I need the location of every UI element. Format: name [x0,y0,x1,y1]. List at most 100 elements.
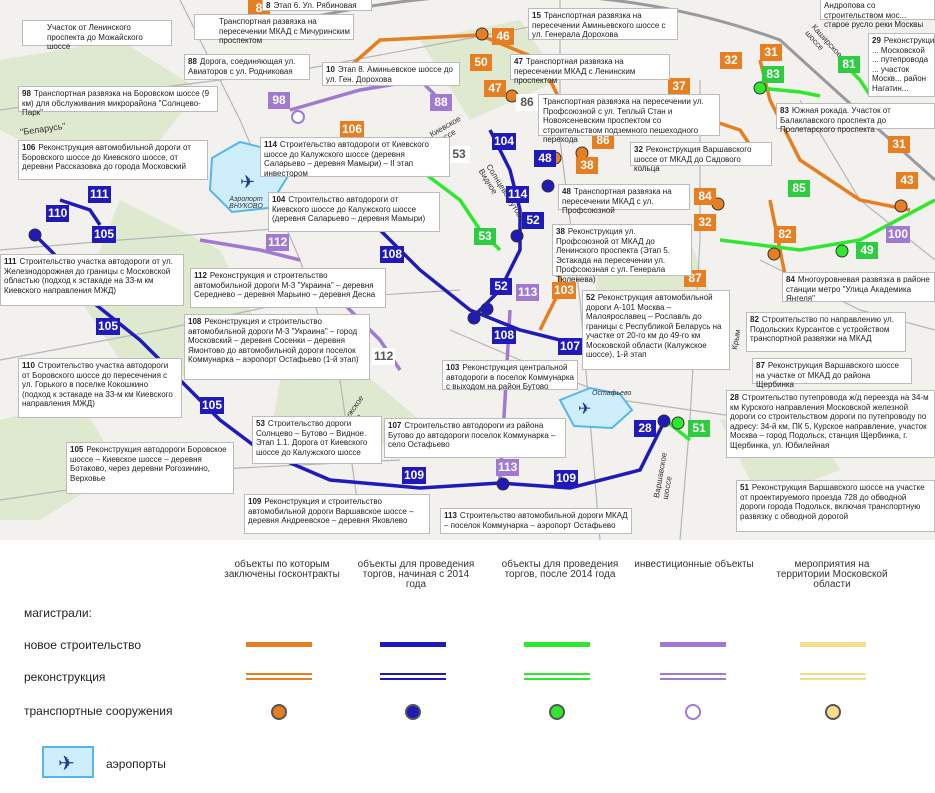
project-badge[interactable]: 108 [380,246,405,263]
project-badge[interactable]: 49 [856,242,878,259]
legend-row-new: новое строительство [24,638,142,652]
legend-column-header: объекты для проведения торгов, начиная с… [357,559,475,590]
legend-circle-green [549,704,565,720]
project-badge[interactable]: 105 [96,318,121,335]
project-badge[interactable]: 113 [516,284,540,301]
project-badge[interactable]: 82 [774,226,796,243]
project-badge[interactable]: 50 [470,54,492,71]
project-badge[interactable]: 81 [838,56,860,73]
project-badge[interactable]: 32 [720,52,742,69]
legend-swatch-yellow-recon [800,673,866,680]
legend-column-header: инвестиционные объекты [634,559,754,570]
project-badge[interactable]: 110 [46,205,70,222]
project-badge[interactable]: 84 [694,188,716,205]
project-badge[interactable]: 31 [888,136,910,153]
project-badge[interactable]: 47 [484,80,506,97]
project-badge[interactable]: 105 [200,397,225,414]
project-badge[interactable]: 83 [762,66,784,83]
project-badge[interactable]: 53 [448,146,470,163]
project-badge[interactable]: 85 [788,180,810,197]
airplane-icon: ✈ [578,401,592,418]
project-badge[interactable]: 103 [552,282,577,299]
legend-swatch-violet-recon [660,673,726,680]
project-badge[interactable]: 107 [558,338,583,355]
project-badge[interactable]: 37 [668,78,690,95]
legend-swatch-green-recon [524,673,590,680]
legend-row-reconstruction: реконструкция [24,670,106,684]
project-badge[interactable]: 46 [492,28,514,45]
legend-swatch-violet-new [660,642,726,647]
project-badge[interactable]: 100 [886,226,911,243]
project-badge[interactable]: 31 [760,44,782,61]
project-badge[interactable]: 104 [492,133,517,150]
legend-swatch-orange-new [246,642,312,647]
legend-column-header: объекты по которым заключены госконтракт… [224,559,340,580]
project-badge[interactable]: 111 [88,186,111,203]
project-badge[interactable]: 109 [402,467,427,484]
legend-circle-violet [685,704,701,720]
project-badge[interactable]: 32 [694,214,716,231]
project-badge[interactable]: 52 [522,212,544,229]
project-badge[interactable]: 98 [268,92,290,109]
project-badge[interactable]: 106 [340,121,365,138]
legend-circle-yellow [825,704,841,720]
ostafyevo-airport-area [558,386,634,430]
project-badge[interactable]: 114 [506,186,530,203]
project-badge[interactable]: 53 [474,228,496,245]
project-badge[interactable]: 105 [92,226,117,243]
project-badge[interactable]: 109 [554,470,579,487]
legend-section-title: магистрали: [24,606,92,620]
project-badge[interactable]: 112 [372,348,396,365]
project-badge[interactable]: 52 [490,278,512,295]
legend-swatch-green-new [524,642,590,647]
project-badge[interactable]: 86 [516,94,538,111]
project-badge[interactable]: 43 [896,172,918,189]
legend-circle-orange [271,704,287,720]
map-area[interactable]: ✈ ✈ Аэропорт ВНУКОВО Остафьево "Беларусь… [0,0,935,540]
project-badge[interactable]: 28 [634,420,656,437]
legend-circle-blue [405,704,421,720]
project-badge[interactable]: 51 [688,420,710,437]
project-badge[interactable]: 38 [576,157,598,174]
project-badge[interactable]: 88 [430,94,452,111]
project-badge[interactable]: 113 [496,459,520,476]
legend-column-header: объекты для проведения торгов, после 201… [501,559,619,580]
project-badge[interactable]: 112 [266,234,290,251]
legend-swatch-orange-recon [246,673,312,680]
airplane-icon: ✈ [240,172,256,192]
legend-column-header: мероприятия на территории Московской обл… [776,559,888,590]
legend: объекты по которым заключены госконтракт… [0,540,935,793]
project-badge[interactable]: 108 [492,327,517,344]
legend-airport-swatch: ✈ [42,746,94,778]
project-badge[interactable]: 48 [534,150,556,167]
project-badge[interactable]: 86 [592,132,614,149]
legend-swatch-blue-new [380,642,446,647]
project-caption: Андропова со строительством мос... старо… [820,0,935,29]
